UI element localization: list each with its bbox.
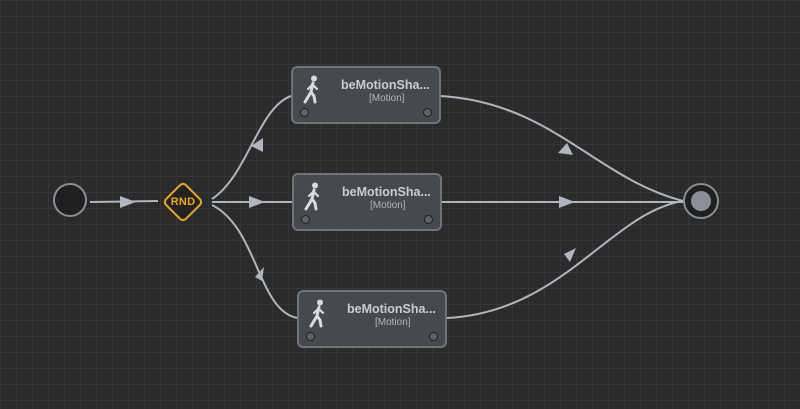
arrowhead: [559, 196, 575, 208]
end-state-icon: [691, 191, 711, 211]
end-state-node[interactable]: [683, 183, 719, 219]
start-state-node[interactable]: [53, 183, 87, 217]
motion-node-type: [Motion]: [375, 317, 411, 328]
arrowhead: [558, 143, 573, 155]
output-port[interactable]: [429, 332, 438, 341]
input-port[interactable]: [301, 215, 310, 224]
arrowhead: [255, 267, 264, 281]
motion-node-type: [Motion]: [370, 200, 406, 211]
arrowhead: [564, 248, 576, 262]
walking-person-icon: [303, 75, 319, 104]
arrowhead: [251, 138, 263, 152]
random-selector-node[interactable]: RND: [158, 177, 208, 227]
transition-motion-3-to-end: [446, 200, 684, 319]
motion-node-title: beMotionSha...: [342, 185, 431, 199]
arrowhead: [120, 196, 136, 208]
random-node-label: RND: [170, 196, 196, 208]
input-port[interactable]: [300, 108, 309, 117]
transition-random-to-motion-1: [211, 95, 292, 200]
motion-node-type: [Motion]: [369, 93, 405, 104]
motion-node-title: beMotionSha...: [341, 78, 430, 92]
motion-node-1[interactable]: beMotionSha... [Motion]: [291, 66, 441, 124]
input-port[interactable]: [306, 332, 315, 341]
motion-node-3[interactable]: beMotionSha... [Motion]: [297, 290, 447, 348]
transition-random-to-motion-3: [211, 204, 299, 319]
output-port[interactable]: [424, 215, 433, 224]
walking-person-icon: [309, 299, 325, 328]
motion-node-title: beMotionSha...: [347, 302, 436, 316]
output-port[interactable]: [423, 108, 432, 117]
diamond-icon: [163, 182, 203, 222]
walking-person-icon: [304, 182, 320, 211]
arrowhead: [249, 196, 265, 208]
motion-node-2[interactable]: beMotionSha... [Motion]: [292, 173, 442, 231]
transition-motion-1-to-end: [440, 95, 684, 202]
